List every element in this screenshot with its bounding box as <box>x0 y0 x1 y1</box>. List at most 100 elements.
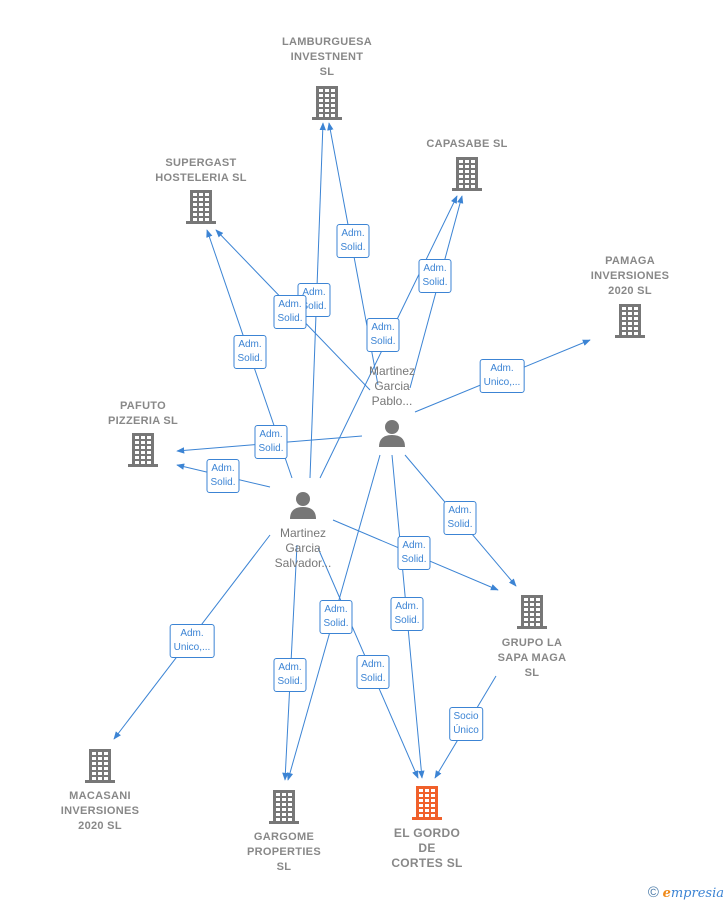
edge-label-line: Unico,... <box>173 642 211 653</box>
label-line: SUPERGAST <box>165 157 237 169</box>
edge-label-line: Solid. <box>277 313 303 324</box>
copyright-symbol: © <box>647 884 659 901</box>
edge-label-pablo-grupo[interactable]: Adm. Solid. <box>443 501 477 535</box>
edge-label-salvador-pafuto[interactable]: Adm. Solid. <box>206 459 240 493</box>
pamaga-building-icon[interactable] <box>615 304 645 338</box>
label-line: EL GORDO <box>393 826 461 840</box>
label-line: HOSTELERIA SL <box>155 172 247 184</box>
gargome-building-icon[interactable] <box>269 790 299 824</box>
edge-label-pablo-capasabe[interactable]: Adm. Solid. <box>418 259 452 293</box>
edge-label-line: Adm. <box>371 322 395 333</box>
label-line: Garcia <box>285 541 321 555</box>
edge-label-line: Unico,... <box>483 377 521 388</box>
pafuto-building-icon[interactable] <box>128 433 158 467</box>
lamburguesa-label[interactable]: LAMBURGUESA INVESTNENT SL <box>282 35 372 80</box>
label-line: DE <box>418 841 436 855</box>
edge-label-line: Adm. <box>211 463 235 474</box>
gargome-label[interactable]: GARGOME PROPERTIES SL <box>247 830 321 875</box>
edge-label-salvador-gargome[interactable]: Adm. Solid. <box>273 658 307 692</box>
label-line: CORTES SL <box>391 856 463 870</box>
edge-label-pablo-lamburguesa[interactable]: Adm. Solid. <box>336 224 370 258</box>
supergast-label[interactable]: SUPERGAST HOSTELERIA SL <box>155 156 247 186</box>
label-line: CAPASABE SL <box>426 138 508 150</box>
edge-label-line: Adm. <box>448 505 472 516</box>
label-line: GARGOME <box>253 831 315 843</box>
label-line: GRUPO LA <box>501 637 563 649</box>
pamaga-label[interactable]: PAMAGA INVERSIONES 2020 SL <box>591 254 670 299</box>
pablo-person-icon[interactable] <box>379 420 405 447</box>
label-line: Pablo... <box>371 394 413 408</box>
grupo-building-icon[interactable] <box>517 595 547 629</box>
edge-label-line: Adm. <box>278 299 302 310</box>
edge-label-pablo-gargome[interactable]: Adm. Solid. <box>319 600 353 634</box>
edge-label-line: Solid. <box>301 301 327 312</box>
gordo-building-icon[interactable] <box>412 786 442 820</box>
edge-label-line: Solid. <box>277 676 303 687</box>
label-line: SL <box>524 667 540 679</box>
edge-label-line: Adm. <box>423 263 447 274</box>
macasani-building-icon[interactable] <box>85 749 115 783</box>
edge-label-line: Solid. <box>394 615 420 626</box>
edge-label-line: Adm. <box>259 429 283 440</box>
edge-label-line: Adm. <box>361 659 385 670</box>
label-line: Martinez <box>368 364 416 378</box>
edge-label-line: Adm. <box>238 339 262 350</box>
label-line: SL <box>276 861 292 873</box>
edge-label-salvador-gordo[interactable]: Adm. Solid. <box>356 655 390 689</box>
edge-label-line: Adm. <box>341 228 365 239</box>
edge-label-line: Solid. <box>422 277 448 288</box>
edge-label-pablo-pamaga[interactable]: Adm.Unico,... <box>479 359 525 393</box>
salvador-person-icon[interactable] <box>290 492 316 519</box>
edge-label-line: Solid. <box>237 353 263 364</box>
label-line: PAFUTO <box>119 400 166 412</box>
label-line: Salvador... <box>274 556 332 570</box>
label-line: Garcia <box>374 379 410 393</box>
edge-label-line: Adm. <box>180 628 204 639</box>
label-line: SL <box>319 66 335 78</box>
edge-label-line: Solid. <box>210 477 236 488</box>
edge-label-salvador-grupo[interactable]: Adm. Solid. <box>397 536 431 570</box>
edge-label-line: Solid. <box>360 673 386 684</box>
footer-credit[interactable]: © empresia <box>648 884 724 901</box>
edge-label-salvador-supergast[interactable]: Adm. Solid. <box>233 335 267 369</box>
label-line: MACASANI <box>69 790 131 802</box>
label-line: INVERSIONES <box>590 270 670 282</box>
lamburguesa-building-icon[interactable] <box>312 86 342 120</box>
edge-label-line: Solid. <box>258 443 284 454</box>
edge-label-pablo-supergast[interactable]: Adm. Solid. <box>273 295 307 329</box>
edge-label-line: Único <box>453 725 479 736</box>
edge-label-line: Solid. <box>447 519 473 530</box>
label-line: PROPERTIES <box>247 846 321 858</box>
brand-logo: empresia <box>662 886 724 901</box>
capasabe-label[interactable]: CAPASABE SL <box>426 137 507 152</box>
label-line: 2020 SL <box>608 285 652 297</box>
capasabe-building-icon[interactable] <box>452 157 482 191</box>
edge-label-line: Adm. <box>278 662 302 673</box>
edge-label-line: Socio <box>453 711 479 722</box>
edge-label-line: Solid. <box>323 618 349 629</box>
label-line: Martinez <box>279 526 327 540</box>
edge-label-salvador-capasabe[interactable]: Adm. Solid. <box>366 318 400 352</box>
label-line: LAMBURGUESA <box>281 36 373 48</box>
label-line: PAMAGA <box>605 255 655 267</box>
supergast-building-icon[interactable] <box>186 190 216 224</box>
edge-label-line: Solid. <box>401 554 427 565</box>
edge-label-pablo-gordo[interactable]: Adm.Solid. <box>390 597 424 631</box>
edge-label-line: Solid. <box>370 336 396 347</box>
edge-label-line: Solid. <box>340 242 366 253</box>
edge-label-pablo-pafuto[interactable]: Adm. Solid. <box>254 425 288 459</box>
edge-label-line: Adm. <box>302 287 326 298</box>
label-line: INVERSIONES <box>60 805 140 817</box>
edge-label-line: Adm. <box>402 540 426 551</box>
label-line: INVESTNENT <box>290 51 364 63</box>
edge-label-salvador-macasani[interactable]: Adm. Unico,... <box>169 624 215 658</box>
edge-label-line: Adm. <box>324 604 348 615</box>
